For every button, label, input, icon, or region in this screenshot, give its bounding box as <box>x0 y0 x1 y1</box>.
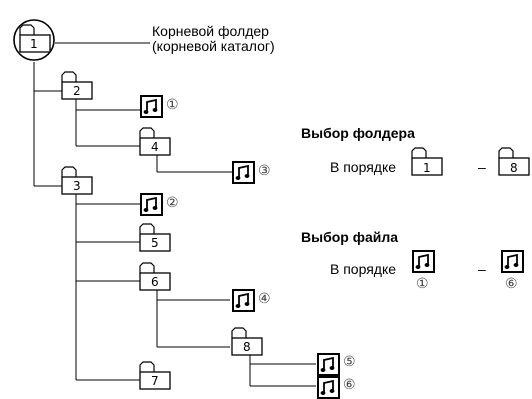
folder-order-from: 1 <box>423 161 431 175</box>
file-order-to: ⑥ <box>505 276 518 292</box>
tree-connectors <box>33 42 316 387</box>
folder-select-title: Выбор фолдера <box>301 125 415 141</box>
file-order-text: В порядке <box>330 261 397 277</box>
folder-order-dash: – <box>478 159 486 175</box>
file-order-from: ① <box>416 276 429 292</box>
file-4-label: ④ <box>258 291 271 307</box>
music-file-icon <box>140 95 163 118</box>
music-file-icon <box>140 193 163 216</box>
file-select-title: Выбор файла <box>301 229 399 245</box>
file-6-label: ⑥ <box>343 377 356 393</box>
music-file-icon <box>501 250 524 273</box>
root-label-line2: (корневой каталог) <box>152 38 275 54</box>
folder-7-label: 7 <box>151 374 159 388</box>
file-2-label: ② <box>166 195 179 211</box>
music-file-icon <box>412 250 435 273</box>
file-order-dash: – <box>478 261 486 277</box>
root-label-line1: Корневой фолдер <box>152 23 269 39</box>
folder-5-label: 5 <box>151 236 159 250</box>
music-file-icon <box>317 376 340 399</box>
file-1-label: ① <box>166 97 179 113</box>
folder-2-label: 2 <box>73 84 81 98</box>
folder-8-label: 8 <box>243 340 251 354</box>
folder-4-label: 4 <box>151 140 159 154</box>
music-file-icon <box>232 161 255 184</box>
folder-1-label: 1 <box>30 37 38 51</box>
file-3-label: ③ <box>258 163 271 179</box>
folder-order-to: 8 <box>510 161 518 175</box>
folder-6-label: 6 <box>151 275 159 289</box>
folder-order-text: В порядке <box>330 159 397 175</box>
music-file-icon <box>317 353 340 376</box>
folder-3-label: 3 <box>73 179 81 193</box>
music-file-icon <box>232 289 255 312</box>
file-5-label: ⑤ <box>343 354 356 370</box>
